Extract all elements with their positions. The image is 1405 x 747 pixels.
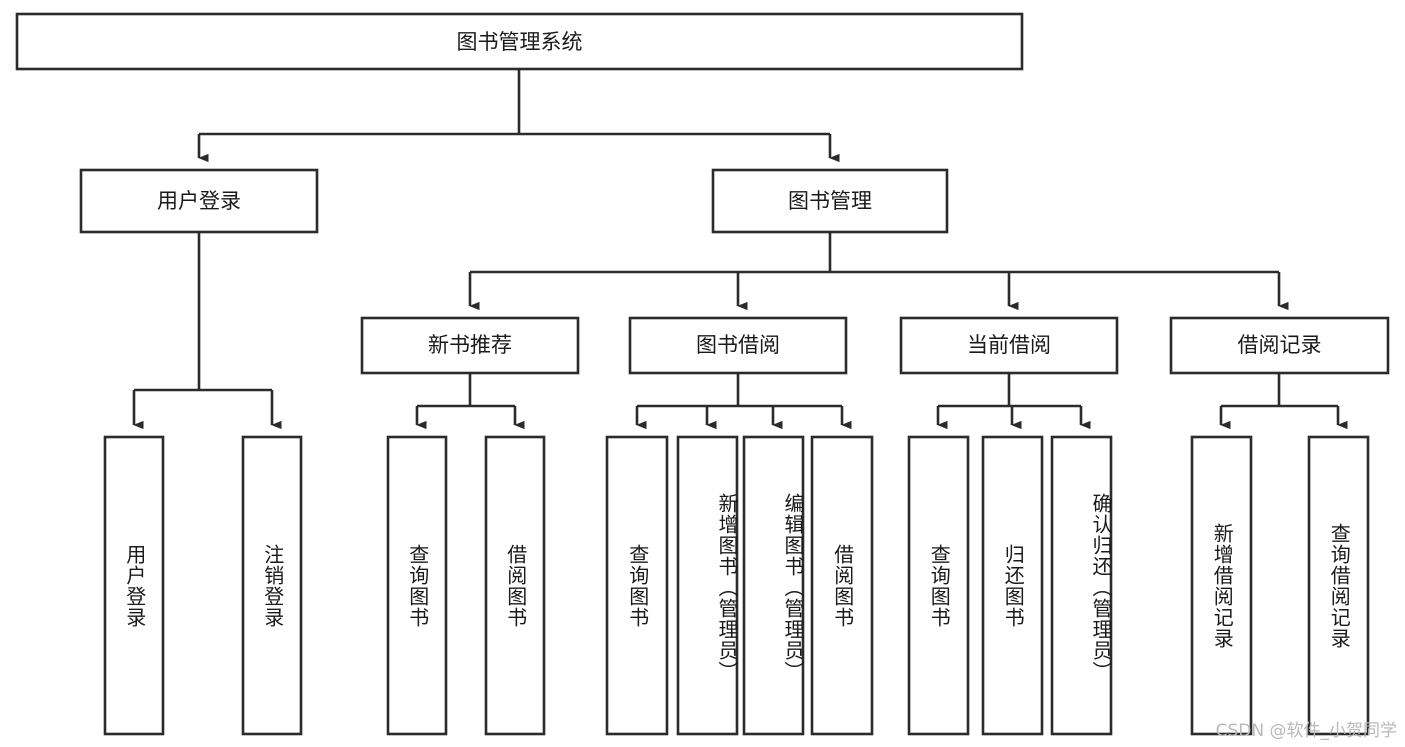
node-current-borrow-label: 当前借阅 [967,333,1051,357]
node-leaf-confirm-return-box[interactable] [1050,435,1113,736]
node-root-label: 图书管理系统 [457,30,583,54]
node-book-borrow-box[interactable] [628,316,848,375]
node-leaf-add-book-box[interactable] [676,435,739,736]
node-user-login-box[interactable] [79,168,319,234]
node-new-book-recommend-label: 新书推荐 [428,333,512,357]
node-root-box[interactable] [15,12,1024,71]
connector-layer [132,69,1348,430]
node-root[interactable]: 图书管理系统 [15,12,1024,71]
node-borrow-record-label: 借阅记录 [1238,333,1322,357]
node-leaf-edit-book-box[interactable] [742,435,805,736]
node-book-manage-label: 图书管理 [788,189,872,213]
node-user-login[interactable]: 用户登录 [79,168,319,234]
node-leaf-add-borrow-record-box[interactable] [1190,435,1253,736]
node-leaf-borrow-book-recommend-box[interactable] [484,435,546,736]
node-borrow-record-box[interactable] [1169,316,1390,375]
node-new-book-recommend[interactable]: 新书推荐 [360,316,580,375]
node-leaf-query-book-current-box[interactable] [907,435,970,736]
node-borrow-record[interactable]: 借阅记录 [1169,316,1390,375]
node-leaf-query-book-recommend-box[interactable] [386,435,448,736]
node-current-borrow[interactable]: 当前借阅 [899,316,1119,375]
node-new-book-recommend-box[interactable] [360,316,580,375]
node-book-manage[interactable]: 图书管理 [711,168,949,234]
csdn-watermark: CSDN @软件_小贺同学 [1215,721,1397,741]
node-leaf-user-logout-box[interactable] [241,435,303,736]
node-leaf-user-login-box[interactable] [103,435,165,736]
leaf-box-layer [103,435,1370,736]
node-book-borrow[interactable]: 图书借阅 [628,316,848,375]
node-book-manage-box[interactable] [711,168,949,234]
node-leaf-query-borrow-record-box[interactable] [1307,435,1370,736]
node-current-borrow-box[interactable] [899,316,1119,375]
node-leaf-query-book-borrow-box[interactable] [605,435,669,736]
node-leaf-borrow-book-box[interactable] [810,435,874,736]
node-leaf-return-book-box[interactable] [981,435,1044,736]
node-book-borrow-label: 图书借阅 [696,333,780,357]
node-user-login-label: 用户登录 [157,189,241,213]
